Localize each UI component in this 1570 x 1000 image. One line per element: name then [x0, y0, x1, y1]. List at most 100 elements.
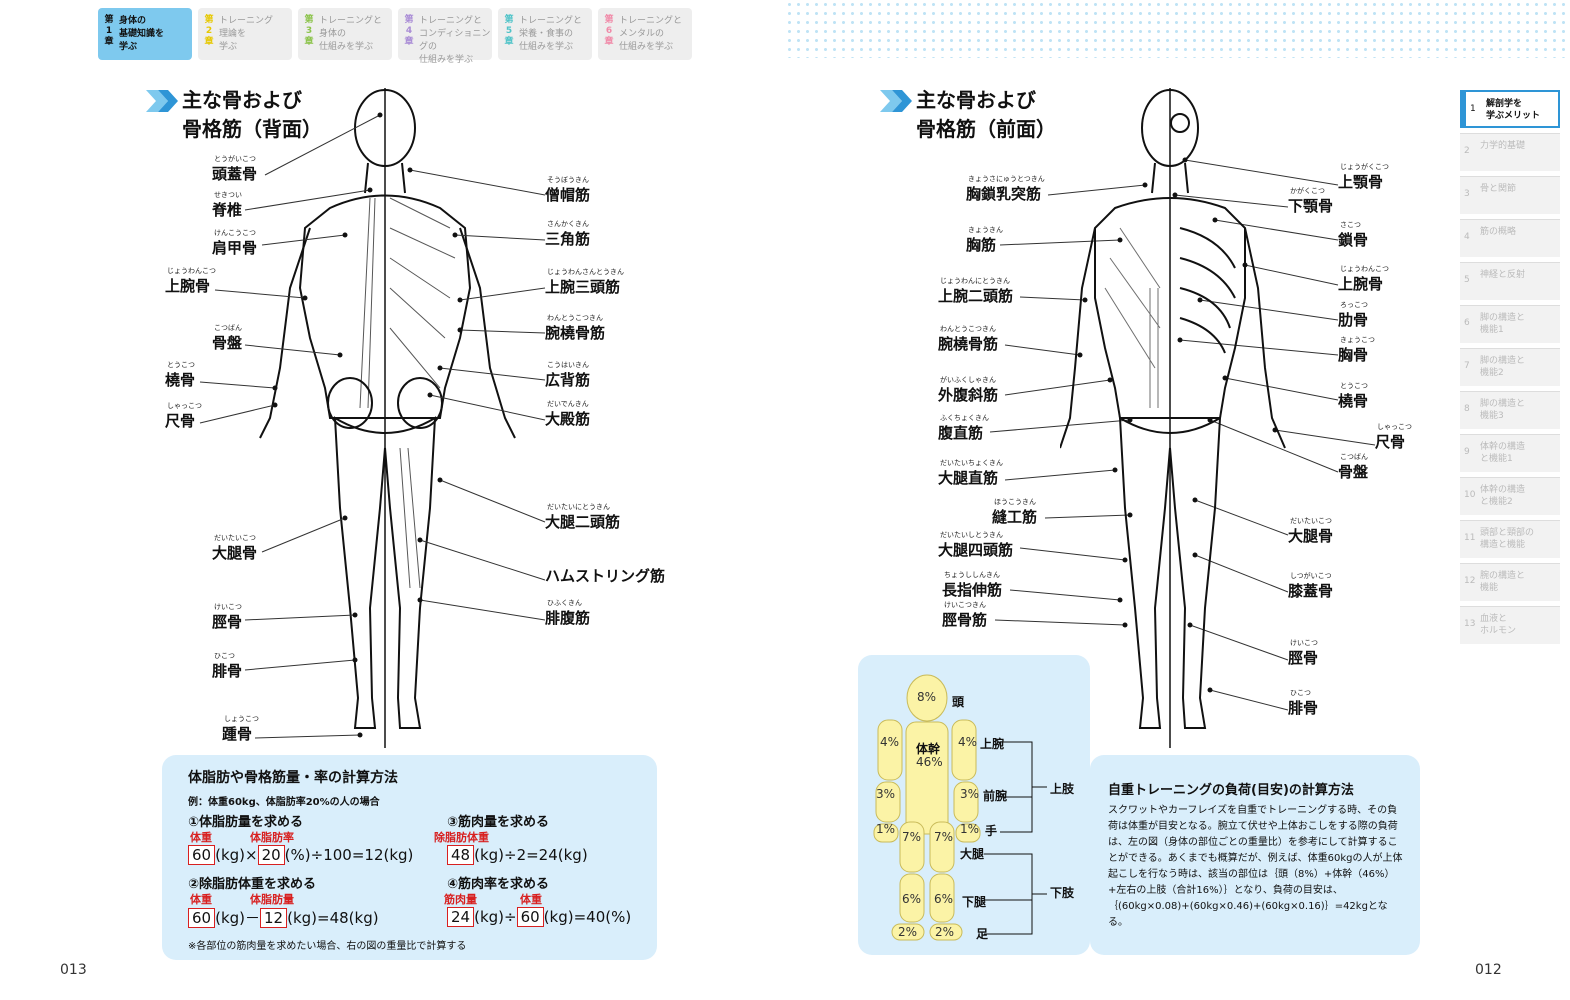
section-label: 筋の概略 [1480, 227, 1517, 237]
chapter-tab-6[interactable]: 第 6 章トレーニングと メンタルの 仕組みを学ぶ [598, 8, 692, 60]
ratio-thigh-pct-right: 7% [934, 830, 954, 844]
section-label: 脚の構造と 機能1 [1480, 313, 1526, 335]
anatomy-label: 骨盤 [212, 334, 243, 352]
step-3-formula: 48(kg)÷2=24(kg) [447, 845, 588, 865]
ruby-text: しゃっこつ [1377, 423, 1412, 431]
ratio-foot-pct-right: 2% [935, 925, 955, 939]
section-item-5[interactable]: 5 神経と反射 [1460, 262, 1560, 300]
ruby-text: しょうこつ [224, 715, 259, 723]
skeleton-back-figure [259, 88, 516, 748]
calc-box-body-fat: 体脂肪や骨格筋量・率の計算方法 例：体重60kg、体脂肪率20%の人の場合 ①体… [162, 755, 657, 960]
ratio-upper-arm-label: 上腕 [980, 737, 1005, 751]
heading-arrow-icon [146, 90, 178, 112]
anatomy-label: 大腿直筋 [938, 469, 999, 487]
chapter-tab-2[interactable]: 第 2 章トレーニング 理論を 学ぶ [198, 8, 292, 60]
anatomy-label: 大殿筋 [545, 410, 591, 428]
section-number: 4 [1464, 232, 1470, 242]
anatomy-label: 脛骨 [1288, 649, 1319, 667]
ruby-text: わんとうこつきん [547, 314, 603, 322]
step-4-title: ④筋肉率を求める [447, 877, 550, 892]
chapter-tab-label: トレーニングと 身体の 仕組みを学ぶ [319, 16, 383, 52]
ruby-text: じょうわんさんとうきん [547, 268, 624, 276]
ratio-hand-label: 手 [985, 824, 998, 838]
section-number: 5 [1464, 275, 1470, 285]
section-number: 11 [1464, 533, 1476, 543]
section-label: 力学的基礎 [1480, 141, 1526, 151]
step-1-label-weight: 体重 [190, 831, 212, 844]
heading-arrow-icon-right [880, 90, 912, 112]
ruby-text: けんこうこつ [214, 229, 256, 237]
page-number-left: 013 [60, 962, 87, 978]
ruby-text: とうがいこつ [214, 155, 256, 163]
anatomy-label: 三角筋 [545, 230, 591, 248]
anatomy-label: 腕橈骨筋 [545, 324, 606, 342]
ruby-text: けいこつきん [944, 601, 986, 609]
section-number: 8 [1464, 404, 1470, 414]
ratio-foot-label: 足 [976, 927, 989, 941]
section-label: 神経と反射 [1480, 270, 1526, 280]
ratio-shin-pct-left: 6% [902, 892, 922, 906]
ruby-text: ちょうししんきん [944, 571, 1000, 579]
ruby-text: がいふくしゃきん [940, 376, 996, 384]
ratio-thigh-label: 大腿 [960, 847, 985, 861]
anatomy-label: 腓骨 [212, 662, 243, 680]
step-1-label-fat-rate: 体脂肪率 [250, 831, 294, 844]
chapter-tab-number: 第 1 章 [104, 15, 114, 47]
ruby-text: じょうわんこつ [167, 267, 216, 275]
ruby-text: さんかくきん [547, 220, 589, 228]
anatomy-label: 尺骨 [165, 412, 196, 430]
anatomy-label: 上腕骨 [165, 277, 211, 295]
step-3-label-lean-mass: 除脂肪体重 [434, 831, 489, 844]
chapter-tab-5[interactable]: 第 5 章トレーニングと 栄養・食事の 仕組みを学ぶ [498, 8, 592, 60]
section-item-7[interactable]: 7 脚の構造と 機能2 [1460, 348, 1560, 386]
dot-pattern [785, 0, 1570, 58]
ratio-hand-pct-left: 1% [876, 822, 896, 836]
anatomy-label: 尺骨 [1375, 433, 1406, 451]
anatomy-label: 腓腹筋 [545, 609, 591, 627]
anatomy-label: 胸鎖乳突筋 [966, 185, 1042, 203]
section-label: 骨と関節 [1480, 184, 1517, 194]
ruby-text: だいたいしとうきん [940, 531, 1003, 539]
chapter-tab-4[interactable]: 第 4 章トレーニングと コンディショニングの 仕組みを学ぶ [398, 8, 492, 65]
calc-box-bodyweight: 自重トレーニングの負荷(目安)の計算方法 スクワットやカーフレイズを自重でトレー… [1090, 755, 1420, 955]
anatomy-label: 頭蓋骨 [212, 165, 258, 183]
anatomy-label: 上腕二頭筋 [938, 287, 1014, 305]
ratio-head-label: 頭 [952, 695, 965, 709]
section-item-4[interactable]: 4 筋の概略 [1460, 219, 1560, 257]
ruby-text: そうぼうきん [547, 176, 589, 184]
section-number: 7 [1464, 361, 1470, 371]
ratio-upper-arm-pct-left: 4% [880, 735, 900, 749]
chapter-tab-number: 第 4 章 [404, 15, 414, 47]
calc-example: 例：体重60kg、体脂肪率20%の人の場合 [188, 797, 380, 808]
chapter-tab-3[interactable]: 第 3 章トレーニングと 身体の 仕組みを学ぶ [298, 8, 392, 60]
chapter-tab-1[interactable]: 第 1 章身体の 基礎知識を 学ぶ [98, 8, 192, 60]
ratio-upper-arm-pct-right: 4% [958, 735, 978, 749]
calc-note: ※各部位の筋肉量を求めたい場合、右の図の重量比で計算する [188, 941, 467, 952]
page-number-right: 012 [1475, 962, 1502, 978]
ruby-text: わんとうこつきん [940, 325, 996, 333]
ruby-text: だいでんきん [547, 400, 589, 408]
anatomy-label: 橈骨 [1338, 392, 1369, 410]
anatomy-label: 上腕骨 [1338, 275, 1384, 293]
anatomy-label: 肩甲骨 [212, 239, 258, 257]
ruby-text: けいこつ [1290, 639, 1318, 647]
ratio-thigh-pct-left: 7% [902, 830, 922, 844]
anatomy-label: 大腿二頭筋 [545, 513, 621, 531]
anatomy-label: 腓骨 [1288, 699, 1319, 717]
ruby-text: きょうきん [968, 226, 1003, 234]
ruby-text: きょうさにゅうとつきん [968, 175, 1045, 183]
ruby-text: さこつ [1340, 221, 1361, 229]
section-label: 脚の構造と 機能2 [1480, 356, 1526, 378]
ratio-forearm-pct-left: 3% [876, 787, 896, 801]
chapter-tab-number: 第 5 章 [504, 15, 514, 47]
